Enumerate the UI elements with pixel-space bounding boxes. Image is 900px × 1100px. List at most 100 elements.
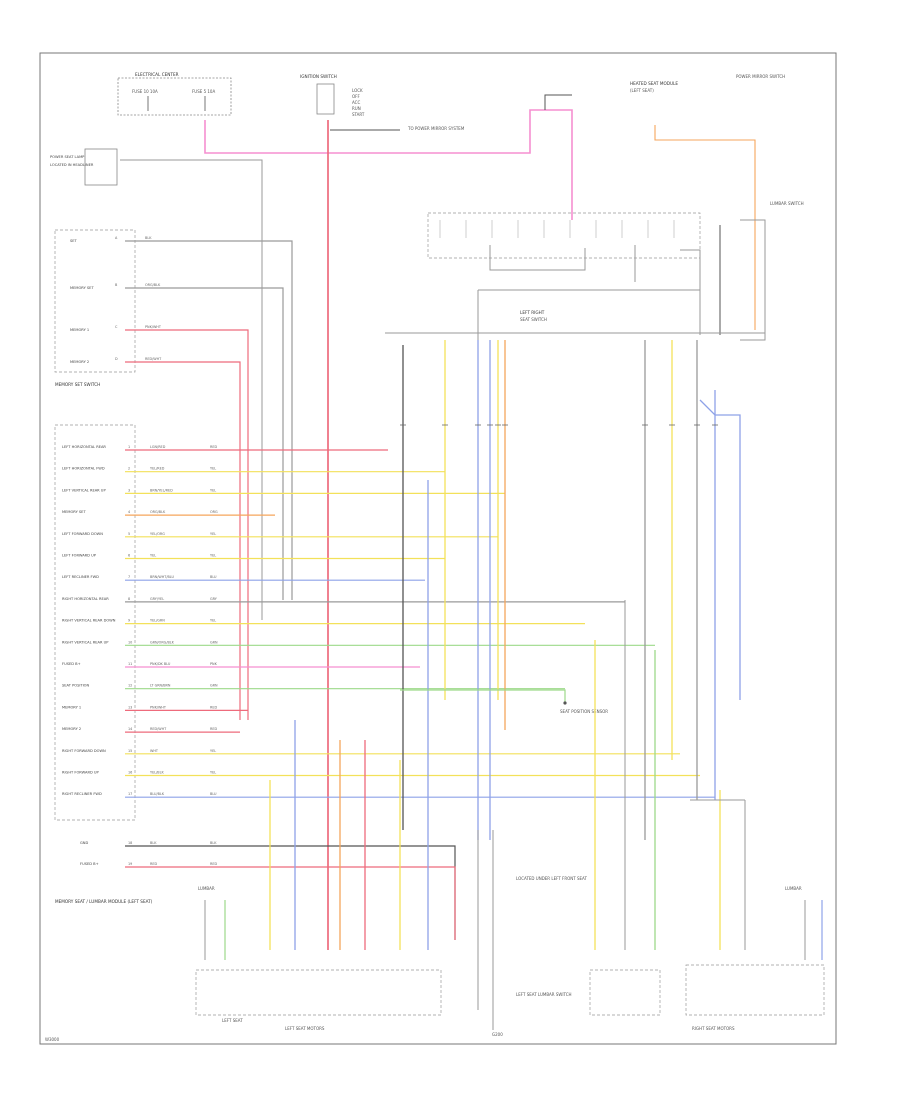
module-row-code: YEL bbox=[210, 467, 216, 471]
module-bottom-wire-color: BLK bbox=[150, 841, 157, 845]
seat-switch-sub: SEAT SWITCH bbox=[520, 317, 547, 322]
module-row-code: YEL bbox=[210, 619, 216, 623]
power-mirror-label: POWER MIRROR SWITCH bbox=[736, 74, 785, 79]
module-row-wire-color: BRN/YEL/RED bbox=[150, 488, 173, 492]
module-bottom-code: BLK bbox=[210, 841, 217, 845]
module-row-wire-color: YEL/RED bbox=[150, 467, 165, 471]
module-bottom-code: RED bbox=[210, 862, 217, 866]
module-row-label: FUSED B+ bbox=[62, 662, 81, 666]
module-row-pin: 12 bbox=[128, 684, 132, 688]
diagram-border bbox=[39, 52, 837, 1045]
lamp-label: POWER SEAT LAMP bbox=[50, 155, 85, 159]
module-row-wire-color: PNK/WHT bbox=[150, 705, 167, 709]
fuse-1-label: FUSE 10 10A bbox=[132, 89, 158, 94]
module-bottom-wire-color: RED bbox=[150, 862, 157, 866]
lumbar-pump-outline bbox=[589, 969, 661, 1016]
module-row-code: BLU bbox=[210, 575, 217, 579]
module-row-code: GRN bbox=[210, 684, 218, 688]
module-row-pin: 13 bbox=[128, 705, 132, 709]
module-row-code: YEL bbox=[210, 771, 216, 775]
module-row-wire-color: PNK/DK BLU bbox=[150, 662, 171, 666]
module-row-label: LEFT HORIZONTAL FWD bbox=[62, 467, 105, 471]
memory-switch-wire-color: ORG/BLK bbox=[145, 283, 161, 287]
lumbar-blue-wire bbox=[699, 399, 741, 700]
bottom-components: LEFT SEAT MOTORS RIGHT SEAT MOTORS LUMBA… bbox=[45, 709, 825, 1042]
seat-switch-link bbox=[680, 249, 701, 335]
memory-set-switch: MEMORY SET SWITCH bbox=[54, 229, 136, 387]
splice-label: TO POWER MIRROR SYSTEM bbox=[407, 126, 465, 131]
module-row-wire-color: YEL/GRN bbox=[150, 619, 165, 623]
ign-state-2: OFF bbox=[352, 94, 360, 99]
module-row-pin: 5 bbox=[128, 532, 130, 536]
module-row-pin: 3 bbox=[128, 488, 130, 492]
memory-switch-wire bbox=[125, 287, 284, 600]
memory-switch-pin-label: MEMORY SET bbox=[70, 286, 94, 290]
memory-switch-title: MEMORY SET SWITCH bbox=[55, 382, 100, 387]
ign-state-5: START bbox=[352, 112, 365, 117]
module-row-label: RIGHT RECLINER FWD bbox=[62, 792, 102, 796]
module-bottom-pin: 19 bbox=[128, 862, 132, 866]
module-row-wire-color: RED/WHT bbox=[150, 727, 167, 731]
ground-label: G200 bbox=[492, 1032, 503, 1037]
center-note-2: LEFT SEAT LUMBAR SWITCH bbox=[516, 992, 572, 997]
power-seat-lamp: POWER SEAT LAMP LOCATED IN HEADLINER bbox=[50, 148, 118, 186]
memory-switch-wire-color: BLK bbox=[145, 236, 152, 240]
module-row-code: ORG bbox=[210, 510, 218, 514]
memory-switch-pin-label: SET bbox=[70, 239, 78, 243]
module-row-label: LEFT RECLINER FWD bbox=[62, 575, 99, 579]
module-row-code: BLU bbox=[210, 792, 217, 796]
module-row-wire-color: GRY/YEL bbox=[150, 597, 164, 601]
module-row-code: RED bbox=[210, 705, 217, 709]
module-row-code: GRY bbox=[210, 597, 218, 601]
module-row-pin: 8 bbox=[128, 597, 130, 601]
module-row-label: RIGHT FORWARD UP bbox=[62, 771, 99, 775]
module-row-wire-color: BLU/BLK bbox=[150, 792, 165, 796]
module-bottom-pin: 18 bbox=[128, 841, 132, 845]
module-row-pin: 11 bbox=[128, 662, 132, 666]
wire-layer bbox=[120, 94, 823, 1030]
memory-switch-wire bbox=[125, 329, 249, 720]
memory-switch-outline bbox=[54, 229, 136, 373]
module-bottom-wire bbox=[125, 866, 456, 940]
ign-state-4: RUN bbox=[352, 106, 361, 111]
seat-position-wire bbox=[400, 689, 566, 703]
ignition-switch-label: IGNITION SWITCH bbox=[300, 74, 337, 79]
left-motor-label: LEFT SEAT MOTORS bbox=[285, 1026, 325, 1031]
memory-switch-pin-id: A bbox=[115, 236, 118, 240]
left-lumbar-label: LUMBAR bbox=[198, 886, 215, 891]
memory-switch-pin-id: C bbox=[115, 325, 118, 329]
module-bottom-label: GND bbox=[80, 841, 88, 845]
relay-sub-label: (LEFT SEAT) bbox=[630, 88, 654, 93]
module-row-pin: 1 bbox=[128, 445, 130, 449]
module-row-pin: 10 bbox=[128, 640, 132, 644]
memory-module: MEMORY SEAT / LUMBAR MODULE (LEFT SEAT) bbox=[54, 424, 153, 904]
module-row-label: LEFT VERTICAL REAR UP bbox=[62, 488, 106, 492]
heated-seat-module: HEATED SEAT MODULE (LEFT SEAT) POWER MIR… bbox=[630, 74, 804, 206]
power-mirror-link bbox=[544, 94, 572, 110]
module-row-pin: 15 bbox=[128, 749, 132, 753]
module-row-code: PNK bbox=[210, 662, 218, 666]
module-row-wire-color: YEL/BLK bbox=[150, 771, 164, 775]
module-row-wire-color: LGN/RED bbox=[150, 445, 166, 449]
module-row-code: YEL bbox=[210, 554, 216, 558]
module-row-code: GRN bbox=[210, 640, 218, 644]
memory-switch-pin-label: MEMORY 2 bbox=[70, 360, 89, 364]
fused-b-plus-wire bbox=[204, 109, 573, 220]
module-bottom-wire bbox=[125, 845, 456, 940]
module-row-wire-color: YEL bbox=[150, 554, 156, 558]
module-row-code: YEL bbox=[210, 749, 216, 753]
fuse-2-label: FUSE 5 10A bbox=[192, 89, 215, 94]
memory-switch-pin-id: D bbox=[115, 357, 118, 361]
module-row-wire-color: GRN/ORG/BLK bbox=[150, 640, 175, 644]
lumbar-note-label: LUMBAR SWITCH bbox=[770, 201, 804, 206]
module-row-label: LEFT HORIZONTAL REAR bbox=[62, 445, 106, 449]
center-note: LOCATED UNDER LEFT FRONT SEAT bbox=[516, 876, 587, 881]
seat-switch-outline bbox=[427, 212, 701, 259]
right-motor-outline bbox=[685, 964, 825, 1016]
module-row-label: LEFT FORWARD DOWN bbox=[62, 532, 103, 536]
fuse-box-outline bbox=[117, 77, 232, 116]
module-row-pin: 6 bbox=[128, 554, 130, 558]
module-row-wire-color: BRN/WHT/BLU bbox=[150, 575, 175, 579]
memory-switch-wire-color: PNK/WHT bbox=[145, 325, 162, 329]
